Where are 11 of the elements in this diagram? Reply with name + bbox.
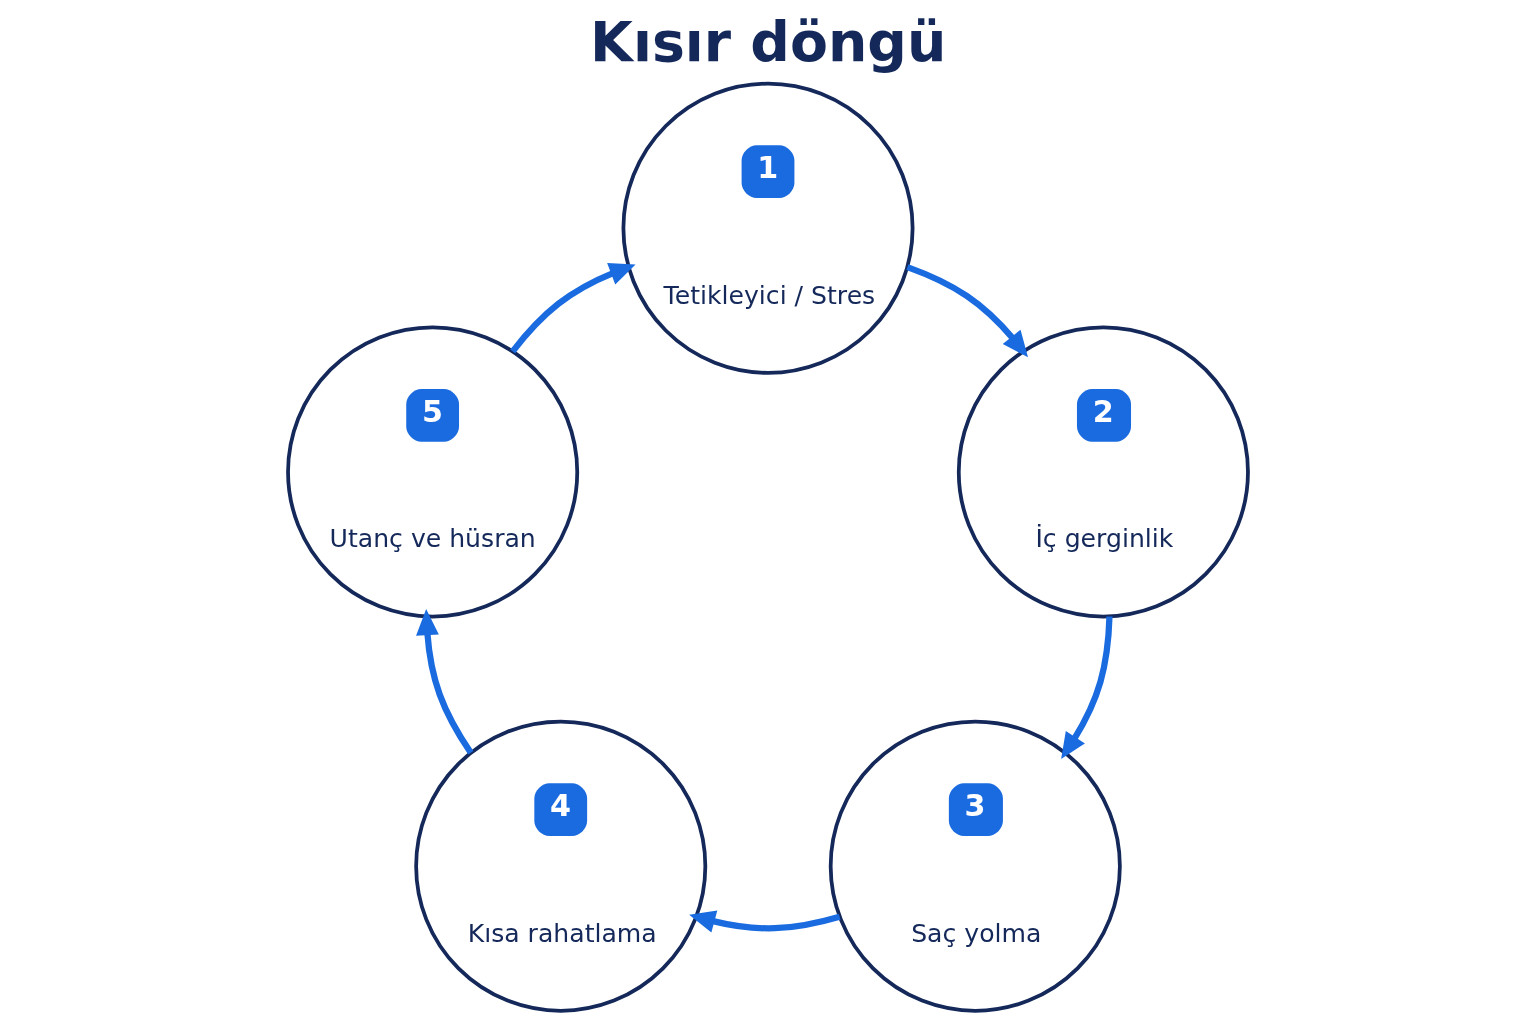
arrow bbox=[906, 264, 1028, 358]
node-circle: 5 Utanç ve hüsran bbox=[286, 325, 580, 619]
node-circle: 3 Saç yolma bbox=[828, 719, 1122, 1013]
node-circle: 2 İç gerginlik bbox=[956, 325, 1250, 619]
arrow bbox=[510, 263, 636, 354]
diagram-title: Kısır döngü bbox=[590, 10, 947, 75]
arrow bbox=[416, 609, 474, 755]
arrow bbox=[1061, 616, 1113, 759]
node-circle: 1 Tetikleyici / Stres bbox=[621, 81, 915, 375]
arrow bbox=[689, 910, 841, 933]
node-circle: 4 Kısa rahatlama bbox=[414, 719, 708, 1013]
